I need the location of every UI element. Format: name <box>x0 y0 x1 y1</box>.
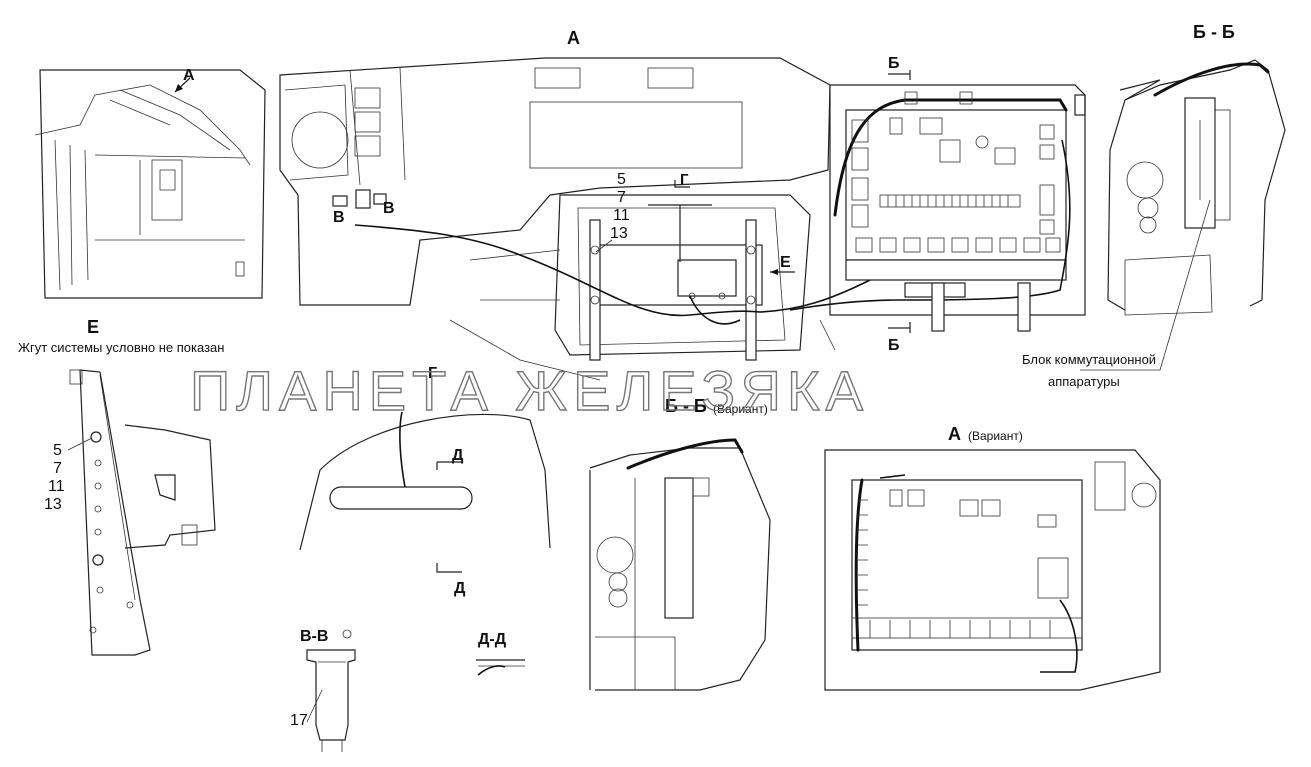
section-d-top-label: Д <box>452 447 464 464</box>
harness-note: Жгут системы условно не показан <box>18 340 224 355</box>
view-e-title: Е <box>87 317 99 337</box>
callout-17: 17 <box>290 712 308 729</box>
dashboard-view-a: А В В 5 <box>279 28 871 381</box>
view-a-title: А <box>567 28 580 48</box>
callout-13: 13 <box>610 225 628 242</box>
view-v-left-label: В <box>333 209 345 226</box>
view-g-arrow-label: Г <box>680 171 689 188</box>
view-e-arrow-label: Е <box>780 254 791 271</box>
section-vv: В-В 17 <box>290 628 356 752</box>
section-dd: Д-Д <box>476 631 525 676</box>
callout-11: 11 <box>613 207 630 224</box>
callout-5: 5 <box>617 171 626 188</box>
cab-view-perspective: А <box>34 67 266 299</box>
section-dd-title: Д-Д <box>478 631 507 648</box>
section-bb-title: Б - Б <box>1193 22 1235 42</box>
view-a-variant: А (Вариант) <box>824 424 1161 691</box>
block-caption-line2: аппаратуры <box>1048 374 1120 389</box>
view-a-arrow-label: А <box>183 67 195 84</box>
section-bb: Б - Б Блок коммутационной аппаратуры <box>1022 22 1286 389</box>
callout-7: 7 <box>617 189 626 206</box>
section-b-top-label: Б <box>888 55 900 72</box>
watermark: ПЛАНЕТА ЖЕЛЕЗЯКА <box>190 359 869 422</box>
fuse-row <box>879 194 1021 208</box>
view-g-title: Г <box>428 365 437 382</box>
switching-block: Б Б <box>789 55 1086 354</box>
connector-row <box>855 237 1061 253</box>
view-v-right-label: В <box>383 200 395 217</box>
section-bb-variant: Б - Б (Вариант) <box>589 396 771 691</box>
section-vv-title: В-В <box>300 628 328 645</box>
view-g: Г Д Д <box>299 365 551 597</box>
view-e-callout-5: 5 <box>53 442 62 459</box>
section-d-bottom-label: Д <box>454 580 466 597</box>
section-bb-variant-title: Б - Б <box>665 396 707 416</box>
view-e-callout-7: 7 <box>53 460 62 477</box>
block-caption-line1: Блок коммутационной <box>1022 352 1156 367</box>
view-a-variant-title: А <box>948 424 961 444</box>
view-e-callout-13: 13 <box>44 496 62 513</box>
section-b-bottom-label: Б <box>888 337 900 354</box>
view-a-variant-note: (Вариант) <box>968 429 1023 443</box>
section-bb-variant-note: (Вариант) <box>713 402 768 416</box>
view-e: Е Жгут системы условно не показан 5 7 11… <box>18 317 224 656</box>
view-e-callout-11: 11 <box>48 478 65 495</box>
